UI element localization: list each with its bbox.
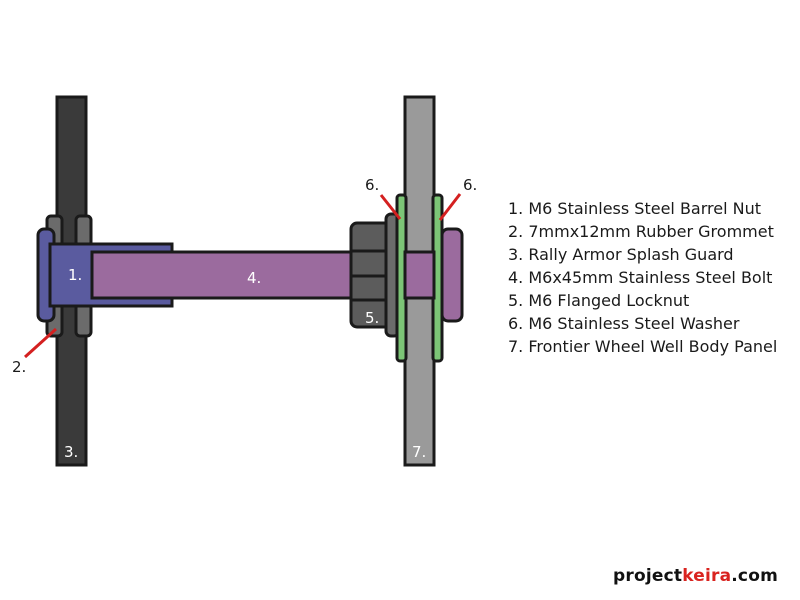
legend-item: 3. Rally Armor Splash Guard (508, 245, 734, 264)
locknut-tag: 5. (365, 309, 379, 327)
legend-item: 4. M6x45mm Stainless Steel Bolt (508, 268, 773, 287)
legend-item: 7. Frontier Wheel Well Body Panel (508, 337, 778, 356)
grommet-tag: 2. (12, 358, 26, 376)
bolt-tag: 4. (247, 269, 261, 287)
legend-item: 5. M6 Flanged Locknut (508, 291, 690, 310)
grommet-right-bottom (74, 302, 93, 338)
bolt-shaft-through-panel (403, 250, 436, 300)
washer-right-pointer (438, 193, 462, 221)
parts-legend: 1. M6 Stainless Steel Barrel Nut 2. 7mmx… (508, 197, 777, 358)
guard-tag: 3. (64, 443, 78, 461)
watermark-part-3: .com (731, 566, 778, 586)
watermark-part-2: keira (682, 566, 732, 586)
watermark-part-1: project (613, 566, 683, 586)
site-watermark: projectkeira.com (613, 566, 778, 586)
legend-item: 2. 7mmx12mm Rubber Grommet (508, 222, 774, 241)
washer-left-tag: 6. (365, 176, 379, 194)
barrel-nut-tag: 1. (68, 266, 82, 284)
legend-item: 1. M6 Stainless Steel Barrel Nut (508, 199, 761, 218)
grommet-pointer (23, 327, 58, 359)
panel-tag: 7. (412, 443, 426, 461)
bolt-head (440, 227, 464, 323)
legend-item: 6. M6 Stainless Steel Washer (508, 314, 740, 333)
washer-right-tag: 6. (463, 176, 477, 194)
washer-left-pointer (379, 194, 402, 220)
grommet-right-top (74, 214, 93, 248)
